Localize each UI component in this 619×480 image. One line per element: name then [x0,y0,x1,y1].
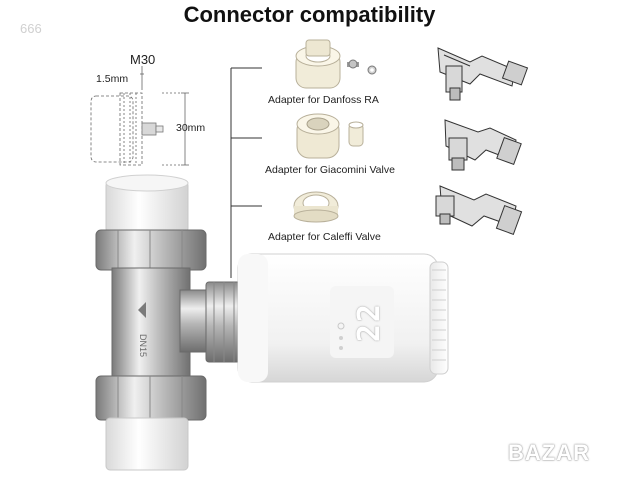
valve-sketch-danfoss [437,47,529,101]
page-title: Connector compatibility [183,2,436,27]
adapter-label-caleffi: Adapter for Caleffi Valve [268,231,381,243]
caleffi-adapter [293,191,339,223]
thread-size-label: M30 [130,52,156,67]
thermostat-head [237,253,449,383]
danfoss-adapter [295,39,377,89]
valve-sketch-caleffi [435,185,523,235]
thread-pitch-label: 1.5mm [96,73,129,85]
thermostat-display: 22 [346,290,392,354]
valve-sketch-giacomini [444,119,522,171]
top-watermark: 666 [20,21,42,36]
display-value: 22 [351,301,387,343]
radiator-valve: DN15 [95,174,241,471]
adapter-label-giacomini: Adapter for Giacomini Valve [265,164,395,176]
svg-text:DN15: DN15 [138,334,148,357]
bracket-lines [230,67,262,278]
adapter-label-danfoss: Adapter for Danfoss RA [268,94,379,106]
giacomini-adapter [296,113,364,159]
dimension-drawing [90,66,189,166]
height-label: 30mm [176,122,206,134]
brand-watermark: BAZAR [508,440,590,465]
